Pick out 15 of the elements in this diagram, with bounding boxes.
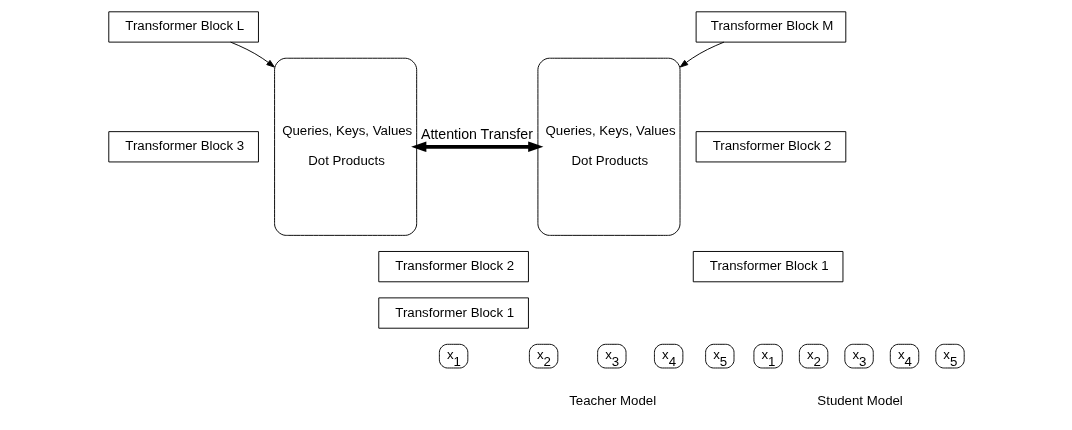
node-box: Transformer Block 2 [377,251,529,283]
label: Teacher Model [568,392,656,408]
arrow [410,141,543,153]
node-box: Transformer Block 1 [377,297,529,329]
node-box: Transformer Block 1 [692,251,843,283]
node-box: Transformer Block 2 [695,131,846,163]
arrow [229,41,275,68]
node-box: Queries, Keys, Values Dot Products [273,57,417,236]
node-box: Transformer Block L [107,11,259,43]
node-box: Transformer Block 3 [107,131,259,163]
edge-label: Attention Transfer [420,126,533,143]
label: Student Model [816,392,903,408]
node-box: Transformer Block M [695,11,846,43]
arrow [679,41,724,68]
node-box: Queries, Keys, Values Dot Products [536,57,680,236]
